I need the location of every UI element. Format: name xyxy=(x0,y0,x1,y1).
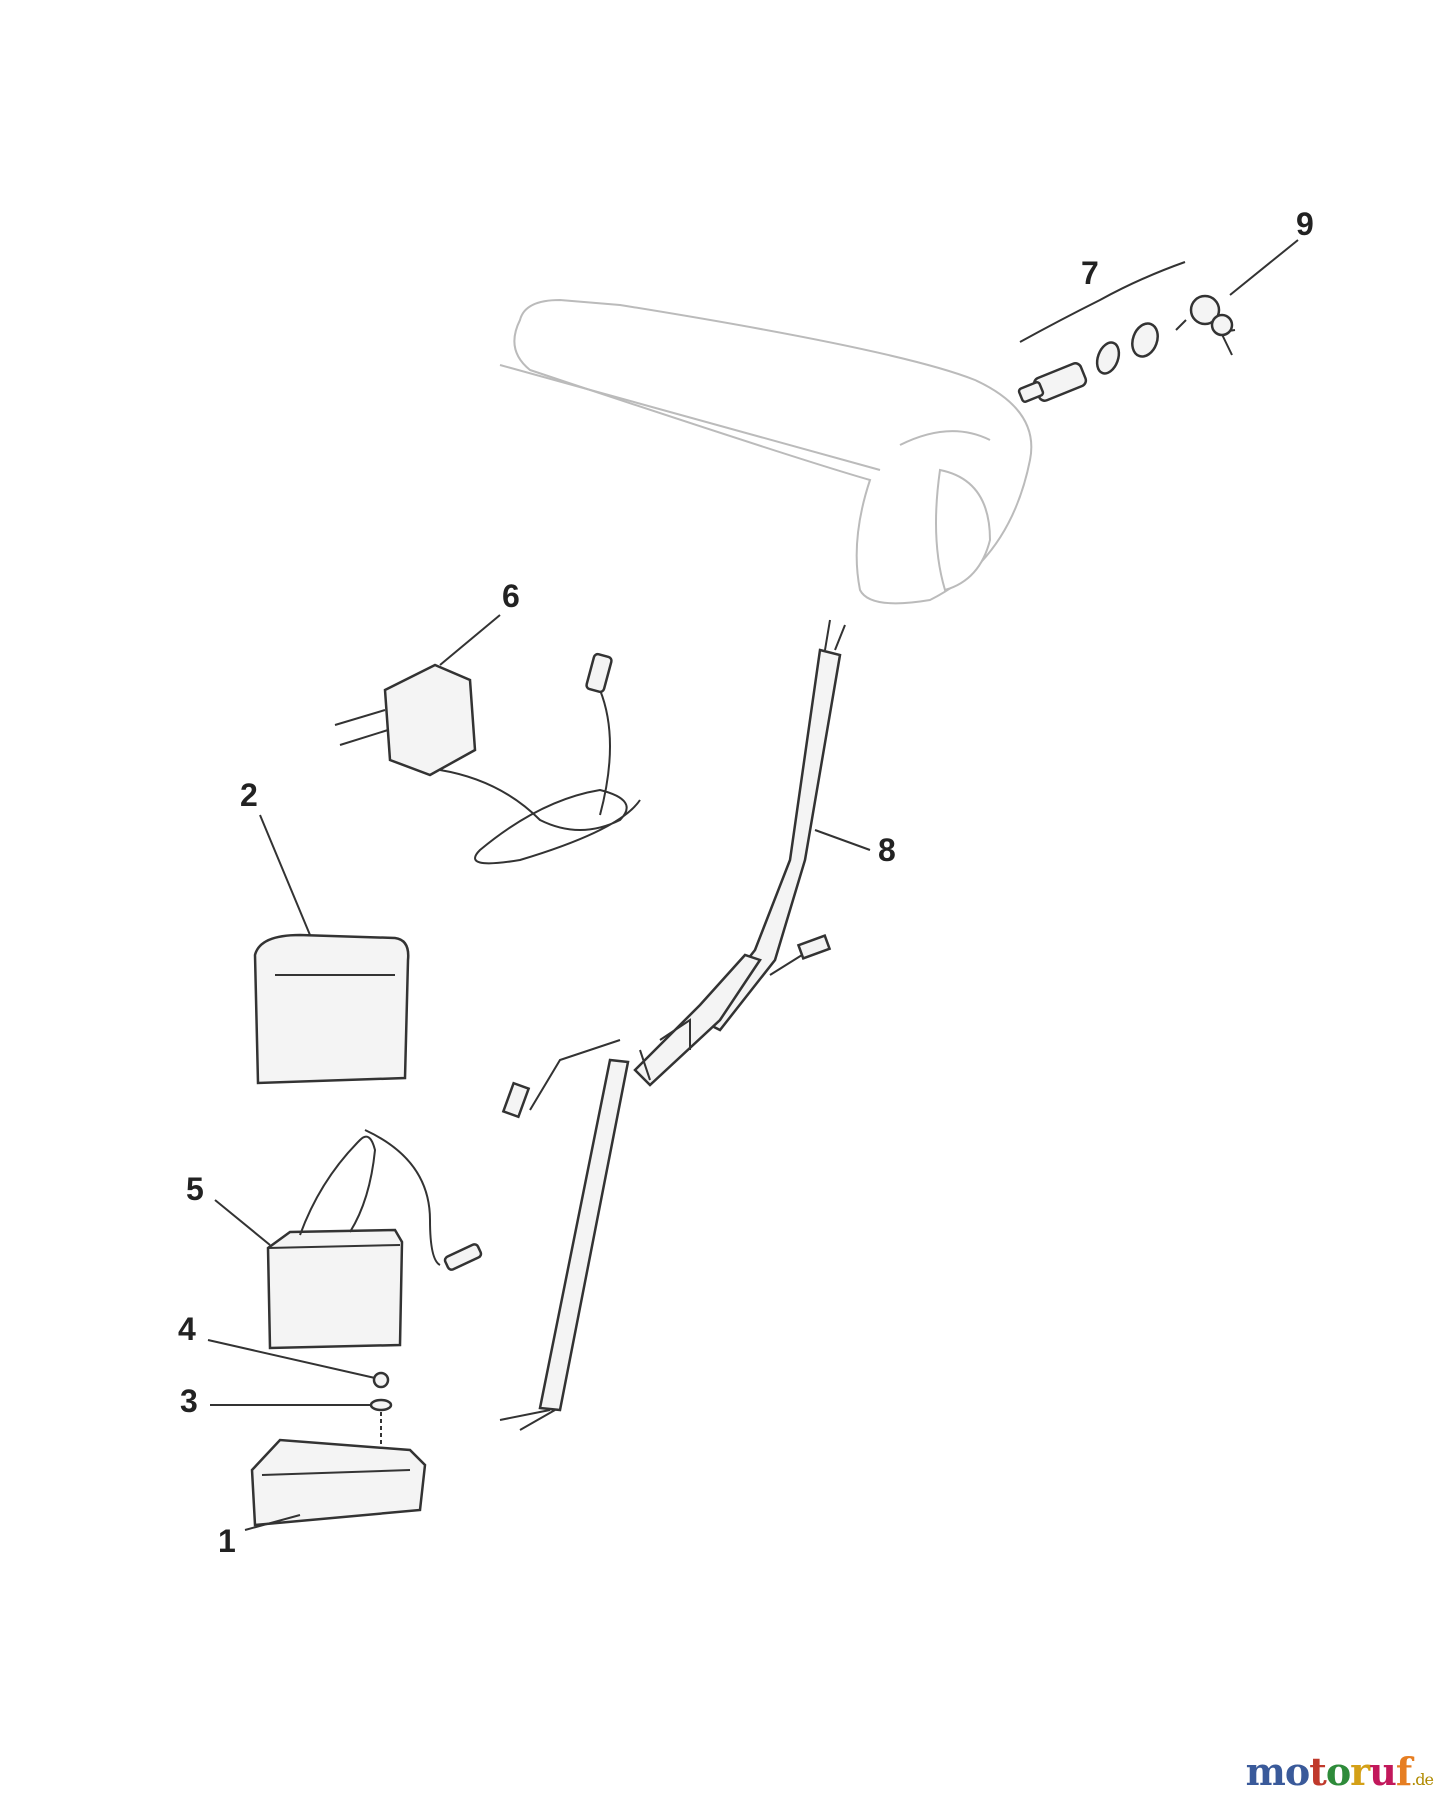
watermark-logo: motoruf.de xyxy=(1245,1749,1434,1794)
watermark-letter: f xyxy=(1395,1749,1412,1794)
handle-cover xyxy=(499,298,1033,605)
watermark-letter: r xyxy=(1350,1749,1370,1794)
battery-charger xyxy=(334,652,641,865)
callout-2: 2 xyxy=(240,777,258,813)
watermark-letter: u xyxy=(1369,1749,1397,1794)
callout-1: 1 xyxy=(218,1523,236,1559)
watermark-letter: o xyxy=(1284,1749,1310,1794)
nut xyxy=(372,1371,390,1389)
battery-cover xyxy=(253,933,410,1085)
callout-7: 7 xyxy=(1081,255,1099,291)
watermark-suffix: .de xyxy=(1411,1770,1434,1789)
watermark-text: motoruf xyxy=(1245,1749,1413,1794)
battery xyxy=(266,1129,483,1350)
callout-4: 4 xyxy=(178,1311,196,1347)
callout-6: 6 xyxy=(502,578,520,614)
battery-tray xyxy=(250,1438,427,1527)
watermark-letter: m xyxy=(1245,1749,1286,1794)
callout-3: 3 xyxy=(180,1383,198,1419)
leader-lines xyxy=(207,239,1299,1531)
callout-9: 9 xyxy=(1296,206,1314,242)
ignition-switch-assembly xyxy=(1017,261,1186,403)
ignition-key xyxy=(1175,294,1236,356)
callout-8: 8 xyxy=(878,832,896,868)
washer xyxy=(369,1398,393,1412)
watermark-letter: t xyxy=(1309,1749,1327,1794)
callout-5: 5 xyxy=(186,1171,204,1207)
wiring-harness xyxy=(499,619,846,1431)
watermark-letter: o xyxy=(1325,1749,1351,1794)
